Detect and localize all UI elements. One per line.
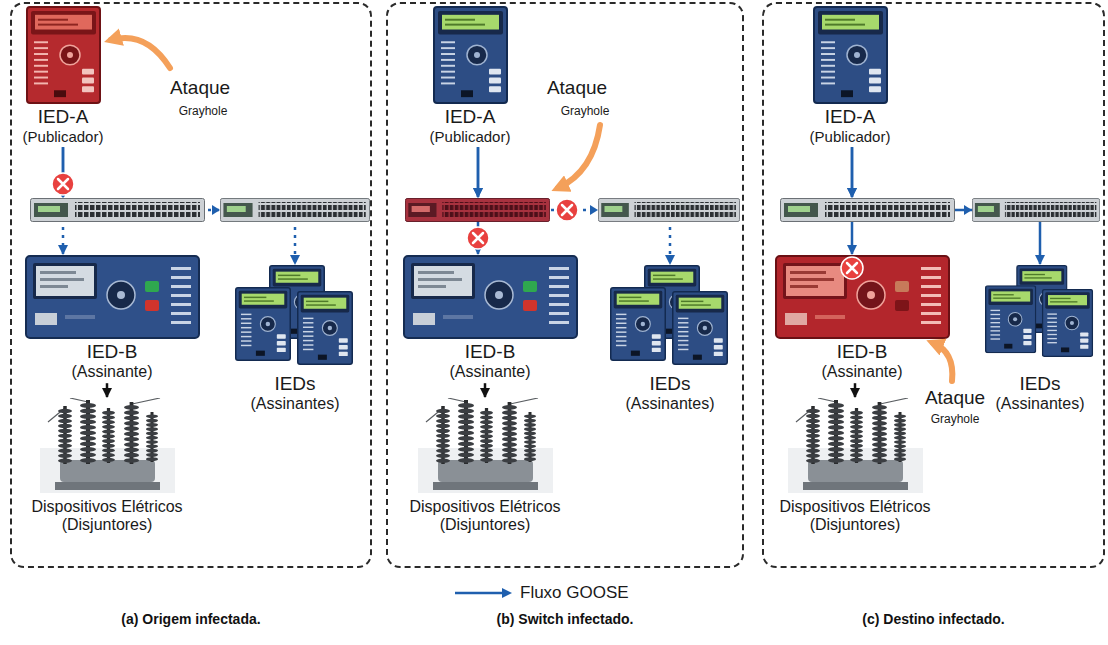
flow-arrowhead [590, 205, 598, 215]
device-role: (Assinante) [775, 363, 950, 381]
device-role: (Assinante) [403, 363, 578, 381]
panel-caption: (a) Origem infectada. [12, 611, 370, 628]
device-name: IED-B [25, 341, 200, 363]
blocked-mark [52, 173, 74, 195]
panel-caption: (b) Switch infectado. [388, 611, 742, 628]
subscriber-ied: IED-B(Assinante) [25, 255, 200, 381]
device-role: (Publicador) [430, 128, 511, 145]
breaker-photo [788, 398, 923, 493]
legend-line [455, 592, 504, 595]
device-name: IED-A [810, 106, 891, 128]
subscriber-ieds: IEDs(Assinantes) [985, 265, 1095, 413]
device-name: Dispositivos Elétricos [409, 498, 560, 516]
infected-subscriber-ied [776, 256, 949, 338]
flow-segment [851, 147, 854, 197]
goose-flow [855, 383, 856, 397]
circuit-breakers: Dispositivos Elétricos(Disjuntores) [31, 398, 182, 535]
goose-flow [107, 383, 108, 397]
flow-segment [484, 383, 487, 397]
device-role: (Disjuntores) [409, 516, 560, 534]
network-switch [972, 199, 1099, 222]
subscriber-ied-device [26, 256, 199, 338]
subscriber-ieds: IEDs(Assinantes) [235, 265, 355, 413]
flow-segment [477, 147, 480, 197]
device-name: IEDs [610, 373, 730, 395]
device-role: (Publicador) [810, 128, 891, 145]
publisher-ied-device [434, 7, 507, 103]
device-name: IEDs [235, 373, 355, 395]
device-name: IED-B [775, 341, 950, 363]
device-name: Dispositivos Elétricos [779, 498, 930, 516]
publisher-ied-device [814, 7, 887, 103]
device-name: Dispositivos Elétricos [31, 498, 182, 516]
legend-arrowhead [502, 588, 512, 598]
breaker-photo [40, 398, 175, 493]
flow-segment [854, 383, 857, 397]
goose-flow [485, 383, 486, 397]
attack-sublabel: Grayhole [561, 105, 610, 119]
subscriber-ied-device [404, 256, 577, 338]
device-name: IED-B [403, 341, 578, 363]
circuit-breakers: Dispositivos Elétricos(Disjuntores) [779, 398, 930, 535]
device-role: (Assinante) [25, 363, 200, 381]
subscriber-ied: IED-B(Assinante) [403, 255, 578, 381]
flow-arrowhead [212, 205, 220, 215]
infected-switch [405, 199, 549, 222]
breaker-photo [418, 398, 553, 493]
attack-arrow [933, 343, 952, 381]
network-switch [31, 199, 205, 222]
device-role: (Assinantes) [610, 395, 730, 413]
network-switch [781, 199, 955, 222]
blocked-mark [841, 257, 863, 279]
device-role: (Assinantes) [985, 395, 1095, 413]
device-name: IEDs [985, 373, 1095, 395]
attack-label: Ataque [925, 387, 985, 409]
network-switch [220, 199, 369, 222]
panel-caption: (c) Destino infectado. [764, 611, 1103, 628]
infected-publisher-ied [27, 7, 100, 103]
scenario-panel: (c) Destino infectado.IED-A(Publicador)I… [762, 2, 1105, 568]
attack-label: Ataque [170, 77, 230, 99]
ied-cluster [611, 266, 728, 365]
attack-label: Ataque [547, 77, 607, 99]
flow-arrowhead [964, 205, 972, 215]
device-role: (Disjuntores) [779, 516, 930, 534]
flow-segment [851, 147, 854, 197]
attack-arrow [558, 125, 600, 188]
flow-segment [106, 383, 109, 397]
circuit-breakers: Dispositivos Elétricos(Disjuntores) [409, 398, 560, 535]
subscriber-ieds: IEDs(Assinantes) [610, 265, 730, 413]
ied-cluster [986, 266, 1093, 357]
device-role: (Assinantes) [235, 395, 355, 413]
blocked-mark [467, 227, 489, 249]
publisher-ied: IED-A(Publicador) [23, 6, 104, 145]
subscriber-ied: IED-B(Assinante) [775, 255, 950, 381]
device-name: IED-A [430, 106, 511, 128]
publisher-ied: IED-A(Publicador) [810, 6, 891, 145]
attack-sublabel: Grayhole [931, 413, 980, 427]
device-role: (Publicador) [23, 128, 104, 145]
legend-text: Fluxo GOOSE [520, 583, 629, 603]
flow-segment [477, 147, 480, 197]
attack-arrow [111, 38, 170, 68]
publisher-ied: IED-A(Publicador) [430, 6, 511, 145]
device-name: IED-A [23, 106, 104, 128]
device-role: (Disjuntores) [31, 516, 182, 534]
network-switch [598, 199, 739, 222]
ied-cluster [236, 266, 353, 365]
attack-sublabel: Grayhole [179, 105, 228, 119]
blocked-mark [556, 199, 578, 221]
